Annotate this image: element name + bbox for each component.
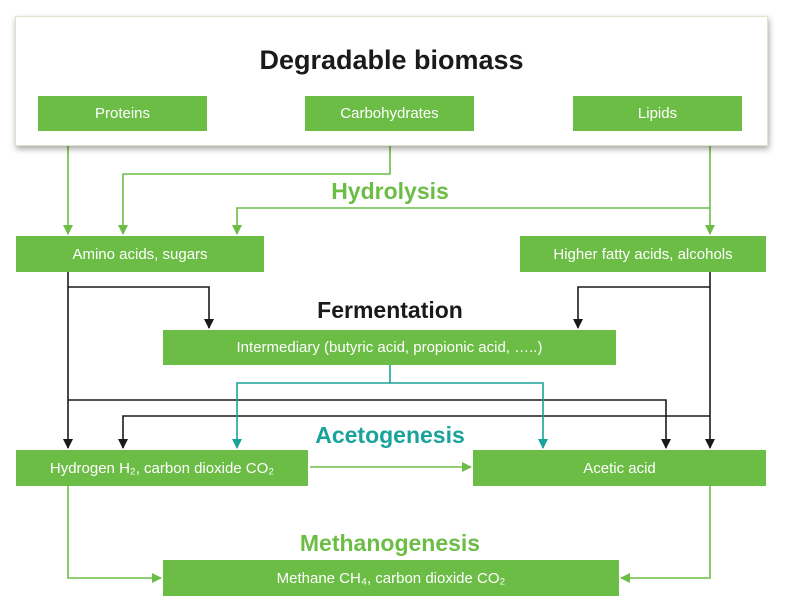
fatty-acids-box: Higher fatty acids, alcohols xyxy=(520,236,766,272)
acetic-acid-box: Acetic acid xyxy=(473,450,766,486)
intermediary-box: Intermediary (butyric acid, propionic ac… xyxy=(163,330,616,365)
methanogenesis-label: Methanogenesis xyxy=(299,530,481,556)
amino-acids-box: Amino acids, sugars xyxy=(16,236,264,272)
arrow-carbohydrates-to-amino xyxy=(118,131,391,235)
arrow-lipids-to-amino xyxy=(232,207,710,235)
arrow-fatty-to-intermediary xyxy=(573,286,710,329)
proteins-box: Proteins xyxy=(38,96,207,131)
arrow-intermediary-to-acetic xyxy=(390,382,548,449)
arrow-fatty-to-hydrogen xyxy=(118,415,710,449)
fermentation-label: Fermentation xyxy=(317,297,463,323)
arrow-intermediary-to-hydrogen xyxy=(232,365,391,449)
arrow-hydrogen-to-methane xyxy=(67,486,162,583)
diagram-title: Degradable biomass xyxy=(259,45,524,75)
arrow-amino-to-acetic xyxy=(68,399,671,449)
carbohydrates-box: Carbohydrates xyxy=(305,96,474,131)
lipids-box: Lipids xyxy=(573,96,742,131)
hydrogen-co2-box: Hydrogen H₂, carbon dioxide CO₂ xyxy=(16,450,308,486)
acetogenesis-label: Acetogenesis xyxy=(315,422,465,448)
methane-box: Methane CH₄, carbon dioxide CO₂ xyxy=(163,560,619,596)
hydrolysis-label: Hydrolysis xyxy=(331,178,449,204)
arrow-amino-to-intermediary xyxy=(68,286,214,329)
arrow-acetic-to-methane xyxy=(620,486,711,583)
